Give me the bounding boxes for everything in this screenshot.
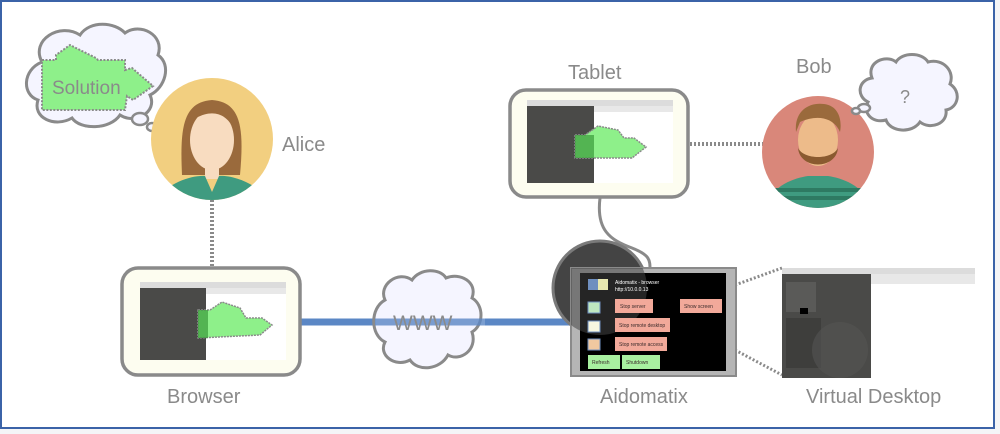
svg-text:Stop remote desktop: Stop remote desktop <box>619 323 665 329</box>
alice-thought-cloud: Solution <box>25 22 168 133</box>
stop-remote-access-button[interactable]: Stop remote access <box>615 337 667 351</box>
virtual-desktop-screen[interactable] <box>782 268 975 378</box>
desktop-icon <box>587 320 601 333</box>
svg-text:Show screen: Show screen <box>684 304 713 310</box>
aidomatix-header-subtitle: http://10.0.0.13 <box>615 287 649 293</box>
vd-zoom-top <box>734 266 783 287</box>
server-icon <box>587 301 601 314</box>
connections <box>210 142 783 377</box>
aidomatix-logo-icon <box>588 279 598 290</box>
aidomatix-device[interactable]: Aidomatix - browser http://10.0.0.13 Sto… <box>551 239 737 377</box>
bob-thought-cloud: ? <box>850 53 959 132</box>
stop-server-button[interactable]: Stop server <box>615 299 653 313</box>
aidomatix-label: Aidomatix <box>600 386 688 408</box>
solution-label: Solution <box>52 78 121 99</box>
alice-label: Alice <box>282 134 325 156</box>
aidomatix-header-title: Aidomatix - browser <box>615 280 660 286</box>
tablet-device[interactable] <box>508 88 690 199</box>
aidomatix-logo-icon-2 <box>598 279 608 290</box>
bob-label: Bob <box>796 56 832 78</box>
shutdown-button[interactable]: Shutdown <box>622 355 660 369</box>
alice-avatar <box>151 78 273 200</box>
tablet-aidomatix-cable <box>597 197 652 271</box>
svg-text:Refresh: Refresh <box>592 360 610 366</box>
aidomatix-screen: Aidomatix - browser http://10.0.0.13 Sto… <box>587 279 722 369</box>
remote-access-icon <box>587 338 601 351</box>
browser-device[interactable] <box>120 266 302 377</box>
virtual-desktop-label: Virtual Desktop <box>806 386 941 408</box>
www-cloud: WWW <box>372 269 485 370</box>
refresh-button[interactable]: Refresh <box>588 355 620 369</box>
www-label: WWW <box>393 312 453 335</box>
stop-remote-desktop-button[interactable]: Stop remote desktop <box>615 318 670 332</box>
tablet-screen <box>527 100 673 183</box>
svg-text:Stop server: Stop server <box>620 304 646 310</box>
svg-text:Stop remote access: Stop remote access <box>619 342 664 348</box>
show-screen-button[interactable]: Show screen <box>680 299 722 313</box>
bob-thought: ? <box>900 87 910 107</box>
solution-shape <box>41 43 155 111</box>
tablet-label: Tablet <box>568 62 622 84</box>
browser-screen <box>140 282 286 360</box>
svg-text:Shutdown: Shutdown <box>626 360 648 366</box>
browser-label: Browser <box>167 386 241 408</box>
vd-zoom-bottom <box>734 348 783 377</box>
